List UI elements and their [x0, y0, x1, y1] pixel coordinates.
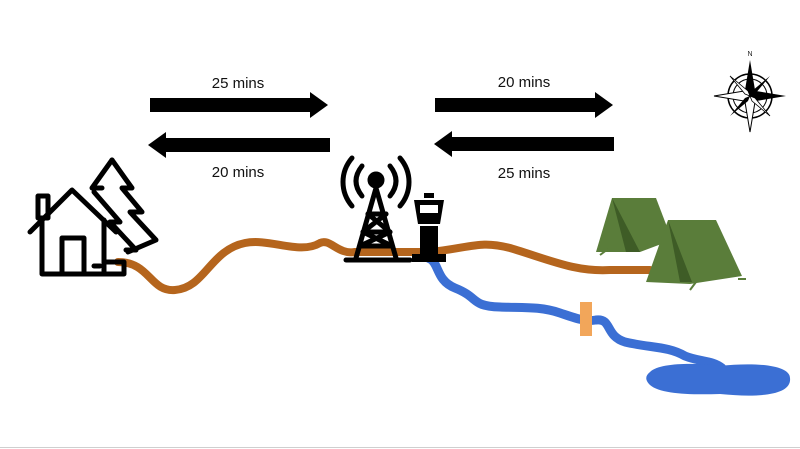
arrow-left-to-right-lower	[435, 92, 613, 118]
bridge	[580, 302, 592, 336]
river-path	[423, 253, 727, 373]
label-bottom-left: 20 mins	[212, 164, 265, 181]
label-bottom-right: 25 mins	[498, 165, 551, 182]
label-top-right: 20 mins	[498, 74, 551, 91]
control-tower-icon	[412, 193, 446, 262]
radio-tower-icon	[340, 155, 413, 263]
label-top-left: 25 mins	[212, 75, 265, 92]
arrow-left-to-right-upper	[150, 92, 328, 118]
arrow-right-to-left-lower	[434, 131, 614, 157]
compass-north-label: N	[747, 51, 752, 58]
bottom-divider	[0, 447, 800, 448]
trail-path	[114, 238, 654, 295]
tents-icon	[596, 198, 746, 291]
lake	[646, 363, 791, 396]
arrow-right-to-left-upper	[148, 132, 330, 158]
compass-rose-icon: N	[713, 51, 786, 133]
house-with-trees-icon	[27, 157, 159, 277]
